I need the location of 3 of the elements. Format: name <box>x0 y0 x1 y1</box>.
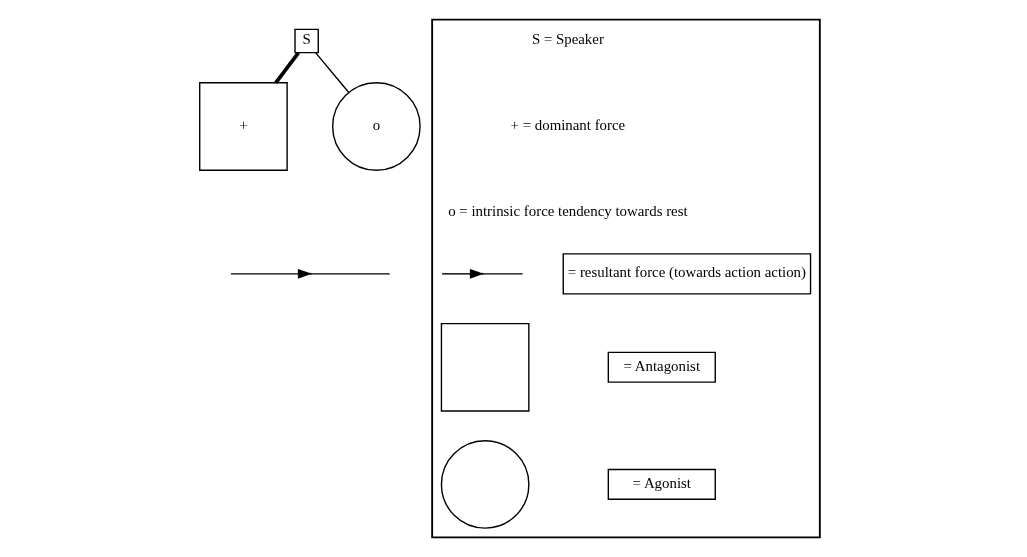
label: S = Speaker <box>531 31 604 48</box>
label: o = intrinsic force tendency towards rest <box>448 202 688 219</box>
label: + = dominant force <box>510 117 626 134</box>
